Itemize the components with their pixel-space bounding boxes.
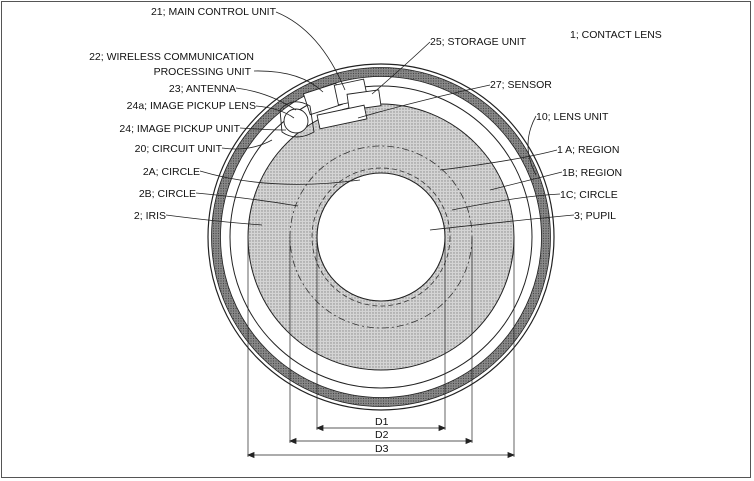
label-region-1a: 1 A; REGION xyxy=(557,144,619,156)
sensor-box xyxy=(316,104,368,130)
label-wireless-communication: 22; WIRELESS COMMUNICATION xyxy=(89,51,254,63)
lens-unit-ring-outer-edge xyxy=(211,67,551,407)
dim-label-d1: D1 xyxy=(375,416,389,428)
label-processing-unit: PROCESSING UNIT xyxy=(154,66,252,78)
pupil xyxy=(316,172,446,302)
label-antenna: 23; ANTENNA xyxy=(169,83,236,95)
label-circle-1c: 1C; CIRCLE xyxy=(560,189,618,201)
label-sensor: 27; SENSOR xyxy=(490,79,552,91)
leader-lines xyxy=(165,11,575,231)
label-contact-lens: 1; CONTACT LENS xyxy=(570,29,662,41)
label-image-pickup-unit: 24; IMAGE PICKUP UNIT xyxy=(119,123,240,135)
label-pupil: 3; PUPIL xyxy=(574,210,616,222)
label-region-1b: 1B; REGION xyxy=(562,167,622,179)
image-pickup-unit xyxy=(279,101,315,138)
dimension-extension-lines xyxy=(247,237,515,457)
dim-label-d3: D3 xyxy=(375,443,389,455)
label-circle-2b: 2B; CIRCLE xyxy=(139,188,196,200)
circle-1c xyxy=(311,167,451,307)
storage-unit-box xyxy=(346,89,382,111)
circuit-components xyxy=(279,78,382,138)
label-iris: 2; IRIS xyxy=(134,210,166,222)
lens-unit-ring xyxy=(211,67,551,407)
image-pickup-lens xyxy=(283,108,309,134)
label-main-control-unit: 21; MAIN CONTROL UNIT xyxy=(151,6,277,18)
label-storage-unit: 25; STORAGE UNIT xyxy=(430,36,527,48)
lens-unit-ring-inner-edge xyxy=(220,76,542,398)
dimension-lines xyxy=(246,424,516,459)
label-lens-unit: 10; LENS UNIT xyxy=(536,111,609,123)
label-circuit-unit: 20; CIRCUIT UNIT xyxy=(135,143,223,155)
label-image-pickup-lens: 24a; IMAGE PICKUP LENS xyxy=(127,100,256,112)
dim-label-d2: D2 xyxy=(375,429,389,441)
label-circle-2a: 2A; CIRCLE xyxy=(143,166,200,178)
